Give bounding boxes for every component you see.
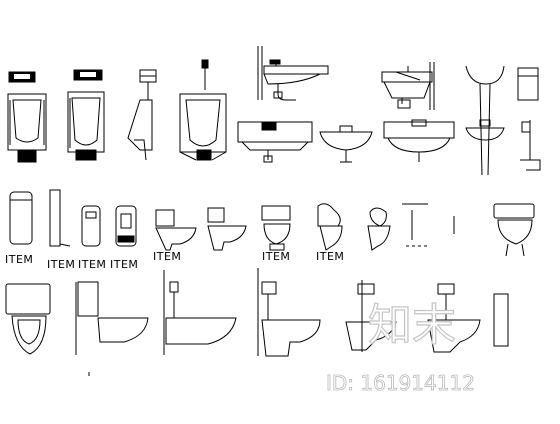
urinal-1	[7, 71, 47, 163]
dashed-fixture-outline	[402, 203, 455, 247]
lavatory-plan-1	[237, 121, 313, 163]
lavatory-side-2	[381, 62, 435, 110]
bidet-front	[317, 203, 343, 251]
tank-side-1	[49, 189, 71, 247]
watermark-id: ID: 161914112	[326, 371, 475, 395]
toilet-side-2	[207, 207, 247, 251]
toilet-side-large-5	[427, 283, 509, 353]
toilet-elevation-large-1	[5, 283, 51, 355]
toilet-side-large-3	[257, 268, 321, 357]
item-label-5: ITEM	[153, 250, 181, 263]
bidet-front-2	[367, 207, 391, 251]
tank-elevation-3	[115, 205, 137, 247]
lavatory-plan-2	[319, 125, 373, 163]
wall-hung-fixture-side	[517, 67, 541, 171]
toilet-front-2	[493, 203, 535, 257]
toilet-front-1	[261, 205, 291, 251]
lavatory-plan-3	[383, 119, 455, 162]
item-label-2: ITEM	[47, 258, 75, 271]
toilet-side-large-2	[163, 270, 237, 355]
item-label-7: ITEM	[316, 250, 344, 263]
item-label-3: ITEM	[78, 258, 106, 271]
toilet-side-large-1	[75, 281, 149, 355]
pedestal-lavatory	[465, 65, 505, 176]
toilet-side-1	[155, 209, 197, 251]
wall-lavatory-side-elevation	[257, 46, 329, 101]
item-label-6: ITEM	[262, 250, 290, 263]
urinal-2	[67, 69, 105, 161]
urinal-3-side	[127, 69, 157, 161]
tank-elevation-2	[81, 205, 101, 247]
toilet-side-large-4	[345, 280, 397, 352]
tank-elevation-1	[9, 191, 33, 245]
item-label-4: ITEM	[110, 258, 138, 271]
watermark-brand: 知末	[368, 300, 456, 351]
urinal-4	[179, 59, 227, 161]
item-label-1: ITEM	[5, 253, 33, 266]
